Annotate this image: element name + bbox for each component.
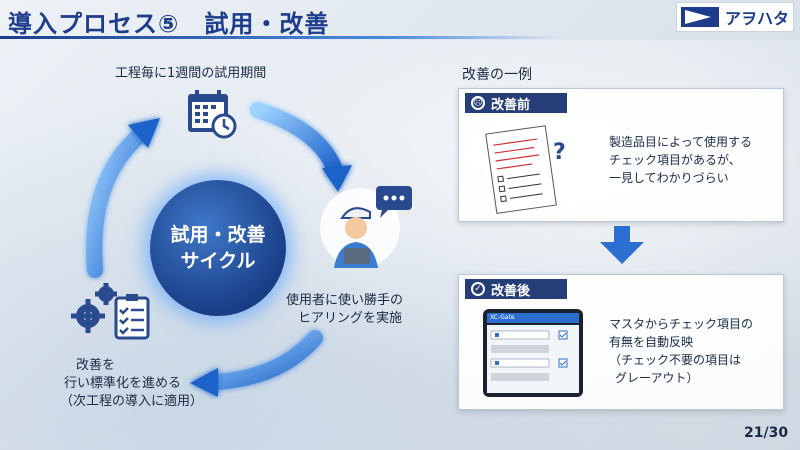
after-description: マスタからチェック項目の 有無を自動反映 （チェック不要の項目は グレーアウト） <box>609 315 753 387</box>
cycle-center: 試用・改善 サイクル <box>150 180 286 316</box>
before-description: 製造品目によって使用する チェック項目があるが、 一見してわかりづらい <box>609 133 752 187</box>
cycle-right-label: 使用者に使い勝手の ヒアリングを実施 <box>286 292 403 328</box>
cycle-center-line1: 試用・改善 <box>170 224 266 246</box>
check-circle-icon: ✓ <box>471 282 485 296</box>
before-header: ☹ 改善前 <box>465 93 567 113</box>
flag-icon <box>681 7 719 27</box>
gears-checklist-icon <box>71 283 150 340</box>
tablet-mockup: XC-Gate <box>483 309 583 397</box>
after-line1: マスタからチェック項目の <box>609 317 754 331</box>
before-panel: ☹ 改善前 ? 製造品目によって使用する チェック項目があるが、 一見してわかり… <box>458 88 784 222</box>
after-label: 改善後 <box>491 283 531 299</box>
after-header: ✓ 改善後 <box>465 279 567 299</box>
cycle-center-line2: サイクル <box>180 250 256 272</box>
worker-icon <box>320 186 412 268</box>
example-title: 改善の一例 <box>462 67 532 83</box>
slide-title: 導入プロセス⑤ 試用・改善 <box>8 10 330 38</box>
tablet-checklist <box>487 325 579 393</box>
cycle-right-line2: ヒアリングを実施 <box>298 311 403 326</box>
calendar-clock-icon <box>188 90 237 139</box>
after-line4: グレーアウト） <box>615 371 699 385</box>
before-label: 改善前 <box>491 97 531 113</box>
cycle-right-line1: 使用者に使い勝手の <box>286 293 404 308</box>
slide-header: 導入プロセス⑤ 試用・改善 アヲハタ <box>0 0 800 40</box>
checklist-paper-icon: ? <box>485 125 566 214</box>
after-panel: ✓ 改善後 XC-Gate マスタからチェック項目の 有無を自動反映 （チェック… <box>458 274 784 410</box>
logo-text: アヲハタ <box>725 9 790 28</box>
cycle-left-line2: 行い標準化を進める <box>64 376 182 391</box>
cycle-left-label: 改善を 行い標準化を進める （次工程の導入に適用） <box>60 357 203 411</box>
before-line3: 一見してわかりづらい <box>609 171 729 185</box>
after-line2: 有無を自動反映 <box>609 335 694 349</box>
company-logo: アヲハタ <box>676 2 794 32</box>
cycle-arrows <box>86 102 352 397</box>
tablet-app-bar: XC-Gate <box>487 313 579 323</box>
frown-icon: ☹ <box>471 96 485 110</box>
down-arrow-icon <box>600 226 644 264</box>
before-line1: 製造品目によって使用する <box>609 135 753 149</box>
before-line2: チェック項目があるが、 <box>609 153 741 167</box>
svg-text:?: ? <box>553 140 566 165</box>
title-underline <box>0 36 560 39</box>
page-number: 21/30 <box>744 425 789 441</box>
cycle-top-label: 工程毎に1週間の試用期間 <box>115 66 267 81</box>
cycle-left-line1: 改善を <box>76 358 116 373</box>
cycle-left-line3: （次工程の導入に適用） <box>60 394 204 409</box>
after-line3: （チェック不要の項目は <box>609 353 742 367</box>
